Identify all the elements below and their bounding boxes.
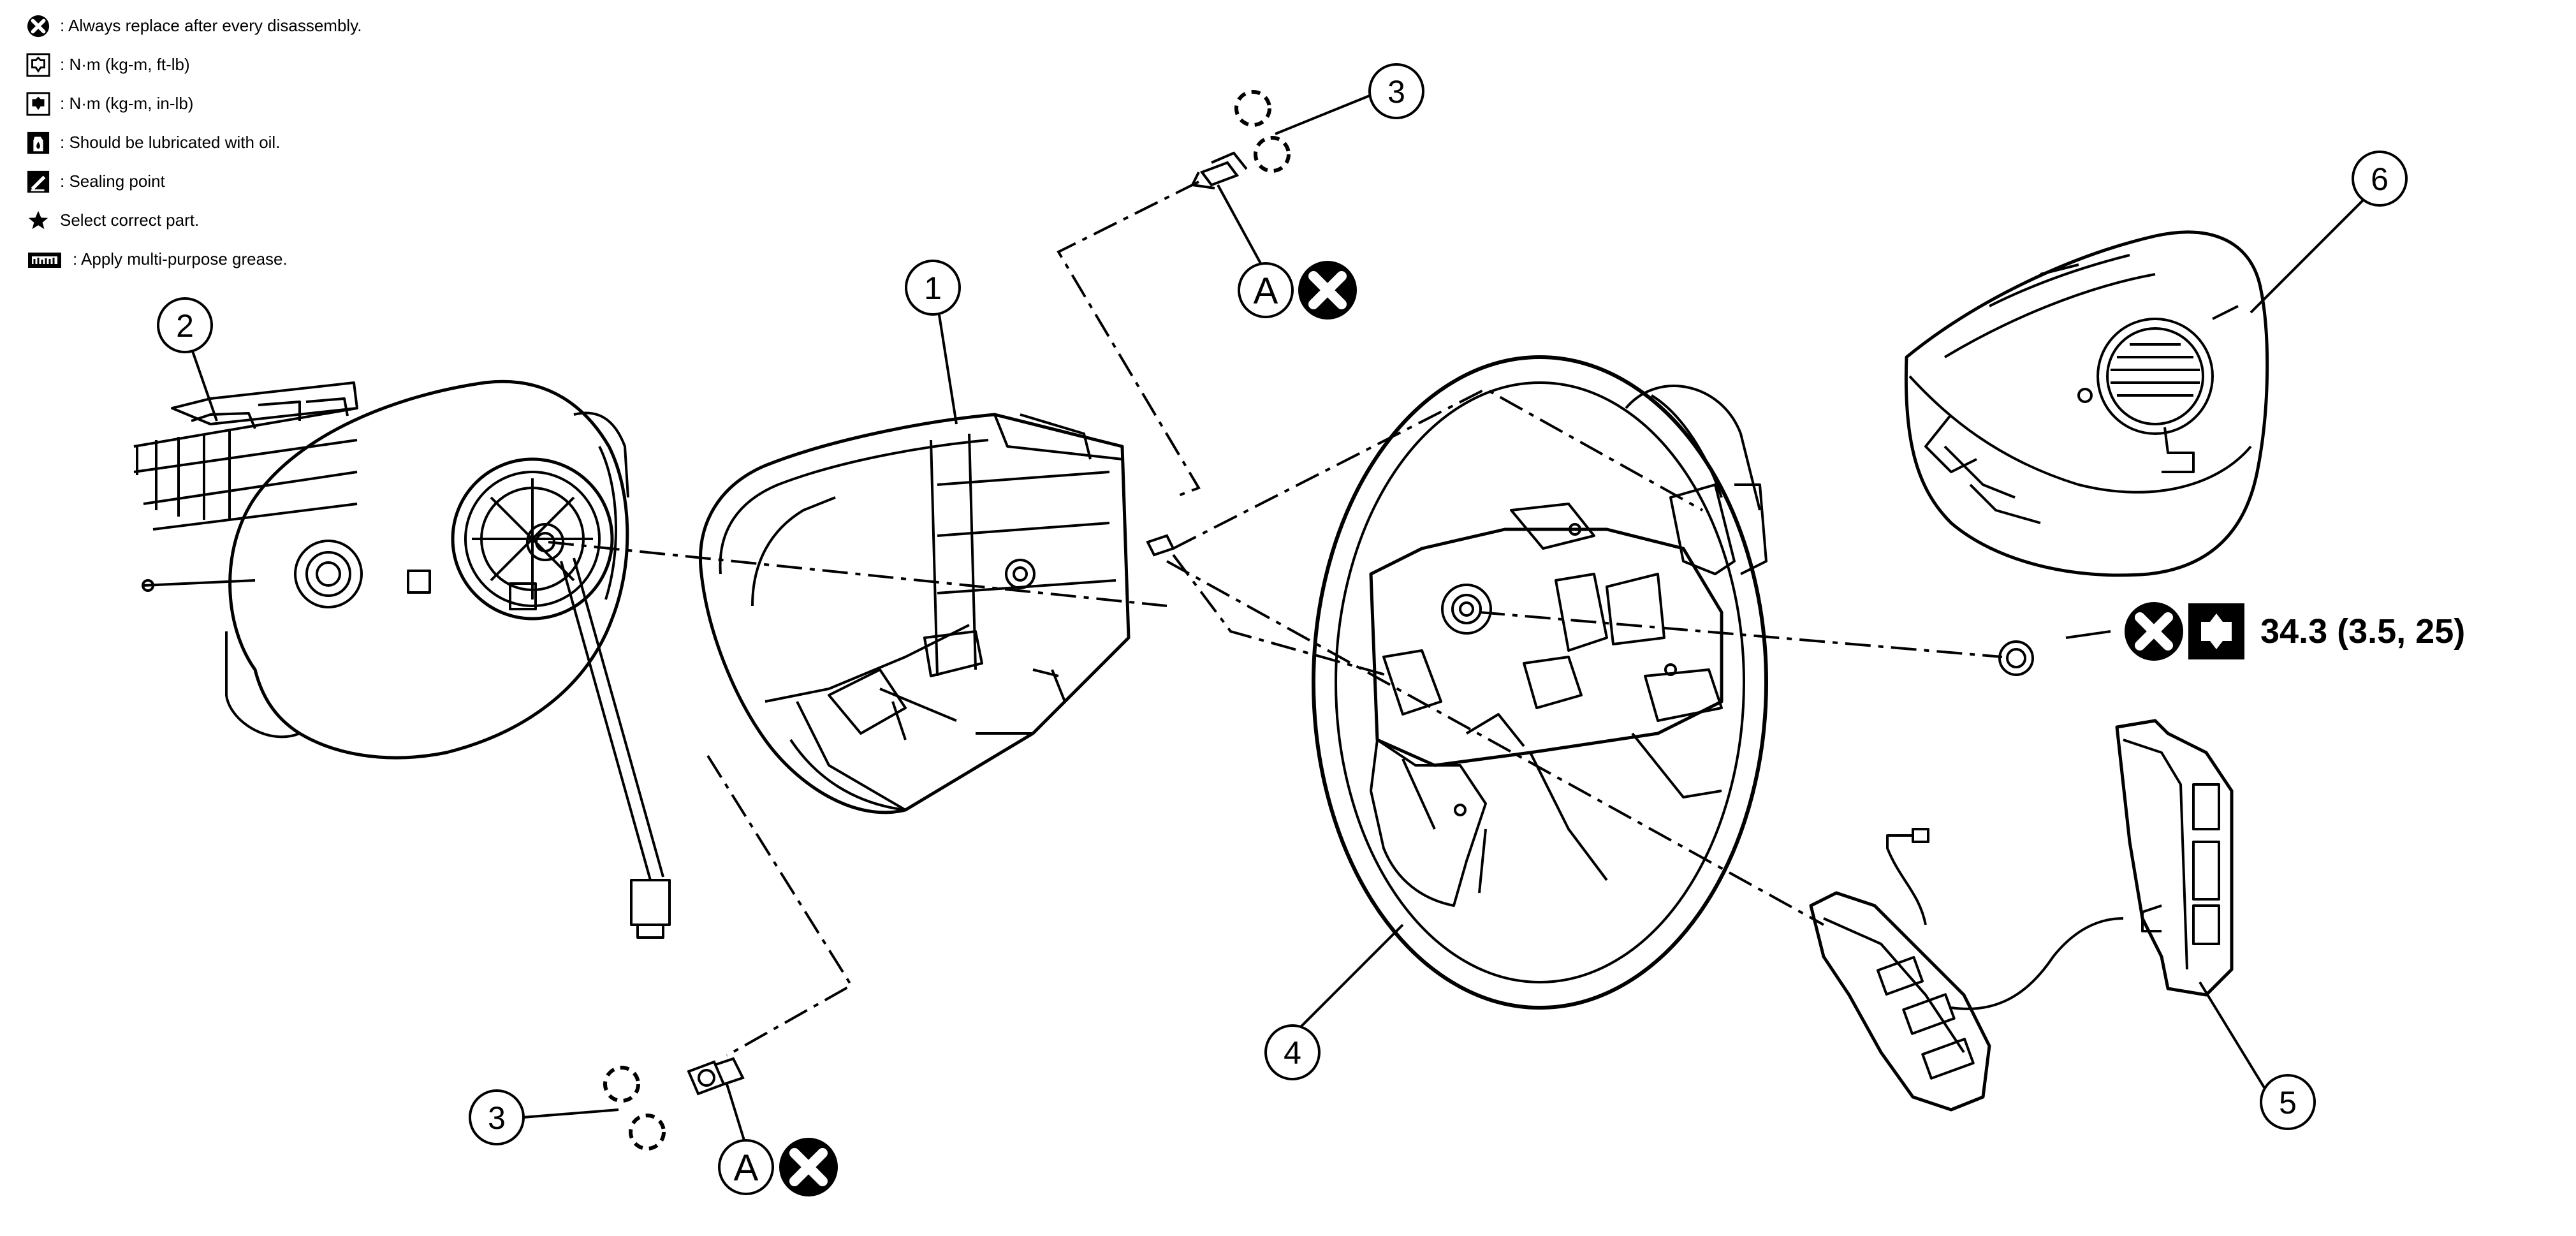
torque-wrench-ftlb-icon [2188, 603, 2244, 659]
legend-row-sealing: : Sealing point [26, 162, 663, 201]
replace-x-icon [26, 13, 51, 39]
svg-text:34.3 (3.5, 25): 34.3 (3.5, 25) [2260, 612, 2465, 651]
legend-row-grease: : Apply multi-purpose grease. [26, 240, 663, 279]
callout-2: 2 [157, 297, 213, 353]
top-bolt [1190, 151, 1248, 189]
assembly-lines [548, 180, 2003, 1057]
callout-5: 5 [2260, 1074, 2316, 1130]
ref-a-top: A [1238, 261, 1357, 320]
callout-6: 6 [2352, 151, 2408, 207]
callout-3-bottom: 3 [469, 1089, 525, 1145]
svg-text:3: 3 [1387, 74, 1405, 110]
legend: : Always replace after every disassembly… [26, 6, 663, 279]
callout-3-top: 3 [1368, 63, 1424, 119]
legend-text: : N·m (kg-m, in-lb) [60, 94, 194, 113]
legend-row-star: Select correct part. [26, 201, 663, 240]
replace-x-icon [1298, 261, 1357, 320]
steering-wheel [1312, 355, 1768, 1010]
legend-row-oil: : Should be lubricated with oil. [26, 123, 663, 162]
legend-row-replace: : Always replace after every disassembly… [26, 6, 663, 45]
hardware [687, 151, 2034, 1096]
bottom-bolt [687, 1057, 745, 1096]
oil-can-icon [26, 130, 51, 156]
legend-text: : Always replace after every disassembly… [60, 16, 362, 35]
callout-4: 4 [1264, 1024, 1321, 1080]
legend-row-torque-inlb: : N·m (kg-m, in-lb) [26, 84, 663, 123]
lower-finisher [699, 413, 1131, 814]
grease-icon [26, 247, 64, 272]
airbag-module [1904, 230, 2269, 577]
torque-wrench-inlb-icon [26, 91, 51, 117]
washers [603, 90, 1291, 1151]
svg-text:4: 4 [1284, 1035, 1301, 1071]
legend-text: : Sealing point [60, 172, 165, 191]
torque-wrench-ftlb-icon [26, 52, 51, 78]
legend-text: : N·m (kg-m, ft-lb) [60, 55, 190, 74]
callout-1: 1 [905, 260, 961, 316]
svg-text:A: A [734, 1147, 759, 1189]
svg-text:3: 3 [488, 1100, 506, 1136]
column-assembly [133, 379, 671, 939]
svg-text:A: A [1254, 270, 1278, 312]
legend-row-torque-ftlb: : N·m (kg-m, ft-lb) [26, 45, 663, 84]
ref-a-bottom: A [718, 1138, 838, 1196]
legend-text: : Should be lubricated with oil. [60, 133, 281, 152]
star-icon [26, 208, 51, 233]
steering-nut [1998, 640, 2034, 676]
svg-text:5: 5 [2279, 1085, 2297, 1121]
callouts: 1 2 3 3 4 5 6 [157, 63, 2408, 1145]
svg-text:2: 2 [176, 308, 194, 344]
replace-x-icon [2125, 602, 2183, 661]
leader-lines [190, 94, 2373, 1168]
svg-text:6: 6 [2371, 161, 2389, 197]
replace-x-icon [779, 1138, 838, 1196]
svg-text:1: 1 [924, 270, 942, 306]
steering-switches [1809, 719, 2234, 1112]
legend-text: Select correct part. [60, 210, 200, 230]
torque-spec: 34.3 (3.5, 25) [2125, 602, 2465, 661]
legend-text: : Apply multi-purpose grease. [73, 249, 288, 269]
sealing-point-icon [26, 169, 51, 195]
